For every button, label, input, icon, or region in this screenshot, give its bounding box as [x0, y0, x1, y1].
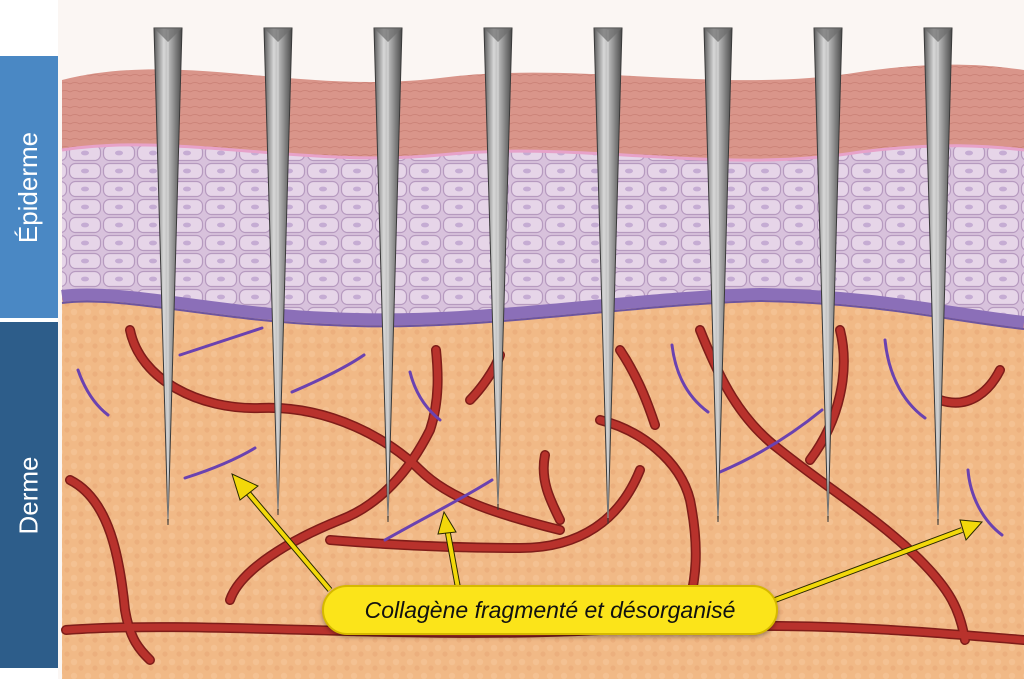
arrow-left [231, 473, 333, 592]
callout-arrows [231, 473, 984, 603]
epidermis-label: Épiderme [13, 131, 44, 243]
epidermis-layer [61, 64, 1024, 331]
dermis-label-panel: Derme [0, 322, 58, 668]
microneedle [483, 27, 513, 511]
microneedle [593, 27, 623, 525]
microneedle [153, 27, 183, 526]
microneedle [923, 27, 953, 526]
microneedle [373, 27, 403, 523]
microneedle [813, 27, 843, 523]
microneedle [703, 27, 733, 523]
collagen-callout-text: Collagène fragmenté et désorganisé [364, 596, 736, 623]
arrow-middle [437, 510, 461, 589]
epidermis-label-panel: Épiderme [0, 56, 58, 318]
arrow-right [773, 519, 984, 603]
microneedle [263, 27, 293, 516]
microneedles [153, 27, 953, 526]
collagen-fibers [76, 326, 1004, 542]
collagen-callout: Collagène fragmenté et désorganisé [322, 585, 778, 635]
dermis-label: Derme [13, 455, 44, 535]
